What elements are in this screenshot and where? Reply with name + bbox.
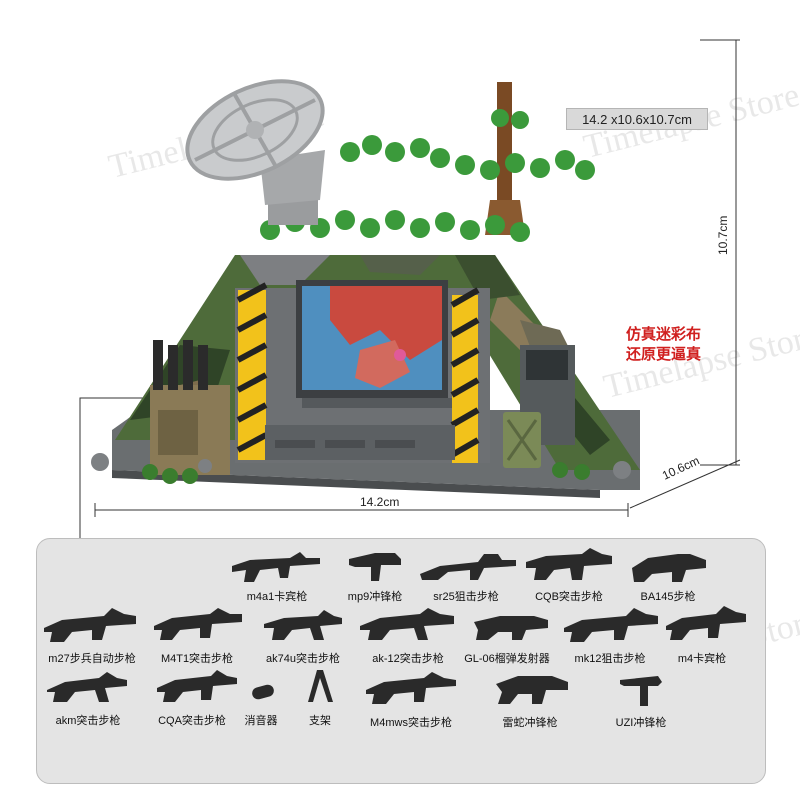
weapon-label-gl06: GL-06榴弹发射器 [464, 653, 550, 665]
weapon-label-cqa: CQA突击步枪 [158, 715, 226, 727]
weapon-label-m4mws: M4mws突击步枪 [370, 717, 452, 729]
weapon-label-uzi: UZI冲锋枪 [615, 717, 667, 729]
weapon-label-m4a1: m4a1卡宾枪 [246, 591, 308, 603]
weapon-label-razor: 雷蛇冲锋枪 [502, 717, 558, 729]
weapon-image-ak12 [360, 608, 454, 640]
bipod-image [308, 670, 333, 702]
weapon-image-mp9 [349, 553, 401, 581]
weapon-label-mp9: mp9冲锋枪 [347, 591, 403, 603]
weapon-image-razor [496, 676, 568, 704]
weapon-image-cqb [526, 548, 612, 580]
weapon-image-sr25 [420, 554, 516, 580]
weapon-image-akm [47, 672, 127, 702]
weapon-image-uzi [620, 676, 662, 706]
suppressor-image [252, 684, 274, 700]
weapon-image-m4a1 [232, 552, 320, 582]
weapon-label-mk12: mk12狙击步枪 [574, 653, 646, 665]
weapon-image-ba145 [632, 554, 706, 582]
dimensions-badge: 14.2 x10.6x10.7cm [566, 108, 708, 130]
weapon-image-m4mws [366, 672, 456, 704]
weapon-label-ba145: BA145步枪 [640, 591, 696, 603]
weapon-label-akm: akm突击步枪 [55, 715, 121, 727]
weapon-label-m27: m27步兵自动步枪 [48, 653, 136, 665]
camo-callout: 仿真迷彩布 还原更逼真 [626, 325, 701, 365]
radar-dish [185, 79, 325, 225]
width-label: 14.2cm [360, 495, 400, 509]
weapon-image-ak74u [264, 610, 342, 640]
weapon-image-m4t1 [154, 608, 242, 640]
weapon-label-ak12: ak-12突击步枪 [372, 653, 444, 665]
bunker-illustration [91, 79, 640, 498]
weapon-crate [150, 340, 230, 475]
weapon-label-m4t1: M4T1突击步枪 [160, 653, 234, 665]
weapon-label-m4: m4卡宾枪 [677, 653, 727, 665]
weapon-image-mk12 [564, 608, 658, 642]
weapon-image-m4 [666, 606, 746, 640]
bipod-label: 支架 [309, 715, 331, 727]
suppressor-label: 消音器 [244, 715, 278, 727]
tree-trunk [497, 82, 512, 210]
weapon-image-cqa [157, 670, 237, 702]
weapon-label-sr25: sr25狙击步枪 [433, 591, 499, 603]
weapon-image-m27 [44, 608, 136, 642]
callout-line-2: 还原更逼真 [626, 346, 702, 363]
callout-line-1: 仿真迷彩布 [626, 326, 702, 343]
weapon-image-gl06 [474, 616, 548, 640]
weapon-label-ak74u: ak74u突击步枪 [266, 653, 340, 665]
weapon-label-cqb: CQB突击步枪 [535, 591, 603, 603]
